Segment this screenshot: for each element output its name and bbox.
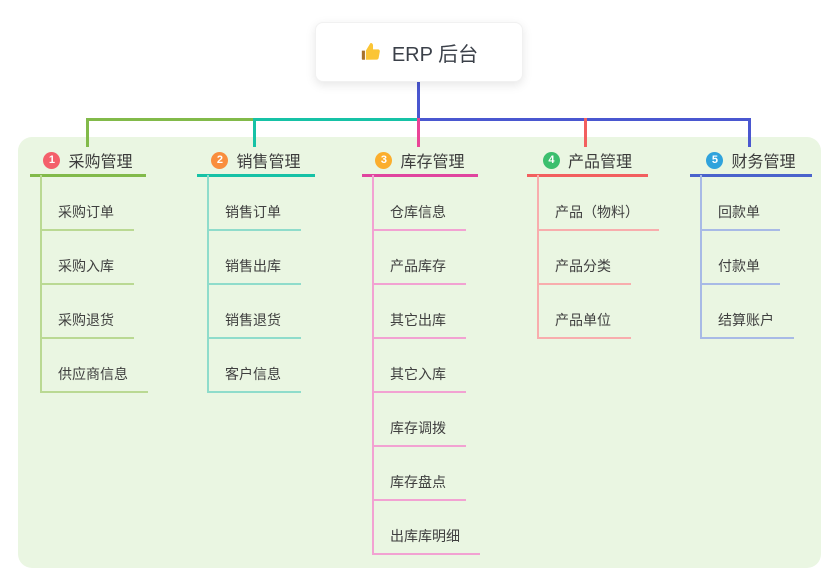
child-node[interactable]: 付款单 — [700, 256, 780, 285]
child-node[interactable]: 销售出库 — [207, 256, 301, 285]
branch-rail-line — [700, 175, 702, 339]
child-row: 库存调拨 — [362, 393, 478, 447]
branch-node[interactable]: 5 财务管理 — [690, 146, 812, 177]
branch-children: 回款单付款单结算账户 — [690, 175, 812, 339]
child-node[interactable]: 仓库信息 — [372, 202, 466, 231]
branch-children: 销售订单销售出库销售退货客户信息 — [197, 175, 315, 393]
branch-rail-line — [40, 175, 42, 393]
branch-number-badge: 4 — [542, 151, 560, 169]
child-row: 产品单位 — [527, 285, 648, 339]
child-node[interactable]: 其它入库 — [372, 364, 466, 393]
branch-drop-line — [584, 118, 587, 147]
branch-title-label: 财务管理 — [731, 154, 796, 171]
branch-title-label: 产品管理 — [567, 154, 632, 171]
branch-node[interactable]: 2 销售管理 — [197, 146, 315, 177]
branch-column: 4 产品管理 产品（物料） 产品分类产品单位 — [527, 146, 659, 339]
branch-drop-line — [253, 118, 256, 147]
bus-line-segment-green — [86, 118, 253, 121]
child-node[interactable]: 采购入库 — [40, 256, 134, 285]
branch-number-badge: 1 — [43, 151, 61, 169]
child-node[interactable]: 产品库存 — [372, 256, 466, 285]
branch-children: 采购订单采购入库采购退货供应商信息 — [30, 175, 148, 393]
child-node[interactable]: 其它出库 — [372, 310, 466, 339]
branches-panel — [18, 137, 821, 568]
child-node[interactable]: 库存调拨 — [372, 418, 466, 447]
branch-number-badge: 2 — [211, 151, 229, 169]
child-row: 付款单 — [690, 231, 812, 285]
child-node[interactable]: 销售订单 — [207, 202, 301, 231]
branch-node[interactable]: 4 产品管理 — [527, 146, 648, 177]
child-node[interactable]: 采购订单 — [40, 202, 134, 231]
branch-title-label: 库存管理 — [400, 154, 465, 171]
branch-children: 仓库信息产品库存其它出库其它入库库存调拨库存盘点出库库明细 — [362, 175, 480, 555]
child-row: 采购订单 — [30, 177, 146, 231]
branch-column: 2 销售管理 销售订单销售出库销售退货客户信息 — [197, 146, 315, 393]
branch-rail-line — [537, 175, 539, 339]
branch-title-label: 销售管理 — [236, 154, 301, 171]
branch-drop-line — [417, 118, 420, 147]
bus-line-segment-teal — [253, 118, 417, 121]
branch-node[interactable]: 3 库存管理 — [362, 146, 478, 177]
child-row: 出库库明细 — [362, 501, 480, 555]
branch-drop-line — [748, 118, 751, 147]
child-node[interactable]: 库存盘点 — [372, 472, 466, 501]
child-node[interactable]: 供应商信息 — [40, 364, 148, 393]
child-row: 产品（物料） — [527, 177, 659, 231]
child-node[interactable]: 销售退货 — [207, 310, 301, 339]
child-row: 结算账户 — [690, 285, 812, 339]
child-row: 其它入库 — [362, 339, 478, 393]
child-node[interactable]: 客户信息 — [207, 364, 301, 393]
child-row: 销售出库 — [197, 231, 315, 285]
root-connector-line — [417, 82, 420, 121]
branch-rail-line — [207, 175, 209, 393]
child-node[interactable]: 产品（物料） — [537, 202, 659, 231]
child-row: 采购退货 — [30, 285, 146, 339]
child-node[interactable]: 采购退货 — [40, 310, 134, 339]
branch-number-badge: 3 — [375, 151, 393, 169]
child-row: 销售订单 — [197, 177, 315, 231]
child-row: 销售退货 — [197, 285, 315, 339]
child-row: 产品库存 — [362, 231, 478, 285]
branch-number-badge: 5 — [706, 151, 724, 169]
branch-title-label: 采购管理 — [68, 154, 133, 171]
child-row: 客户信息 — [197, 339, 315, 393]
branch-column: 5 财务管理 回款单付款单结算账户 — [690, 146, 812, 339]
branch-rail-line — [372, 175, 374, 555]
branch-children: 产品（物料） 产品分类产品单位 — [527, 175, 659, 339]
child-node[interactable]: 回款单 — [700, 202, 780, 231]
child-node[interactable]: 结算账户 — [700, 310, 794, 339]
child-row: 库存盘点 — [362, 447, 478, 501]
child-row: 产品分类 — [527, 231, 648, 285]
child-row: 供应商信息 — [30, 339, 148, 393]
branch-node[interactable]: 1 采购管理 — [30, 146, 146, 177]
child-row: 仓库信息 — [362, 177, 478, 231]
branch-column: 3 库存管理 仓库信息产品库存其它出库其它入库库存调拨库存盘点出库库明细 — [362, 146, 480, 555]
child-row: 采购入库 — [30, 231, 146, 285]
root-title: ERP 后台 — [391, 43, 479, 66]
child-row: 其它出库 — [362, 285, 478, 339]
child-node[interactable]: 产品分类 — [537, 256, 631, 285]
root-node[interactable]: ERP 后台 — [315, 22, 523, 82]
thumbs-up-icon — [360, 41, 382, 63]
branch-drop-line — [86, 118, 89, 147]
child-row: 回款单 — [690, 177, 812, 231]
child-node[interactable]: 出库库明细 — [372, 526, 480, 555]
child-node[interactable]: 产品单位 — [537, 310, 631, 339]
branch-column: 1 采购管理 采购订单采购入库采购退货供应商信息 — [30, 146, 148, 393]
